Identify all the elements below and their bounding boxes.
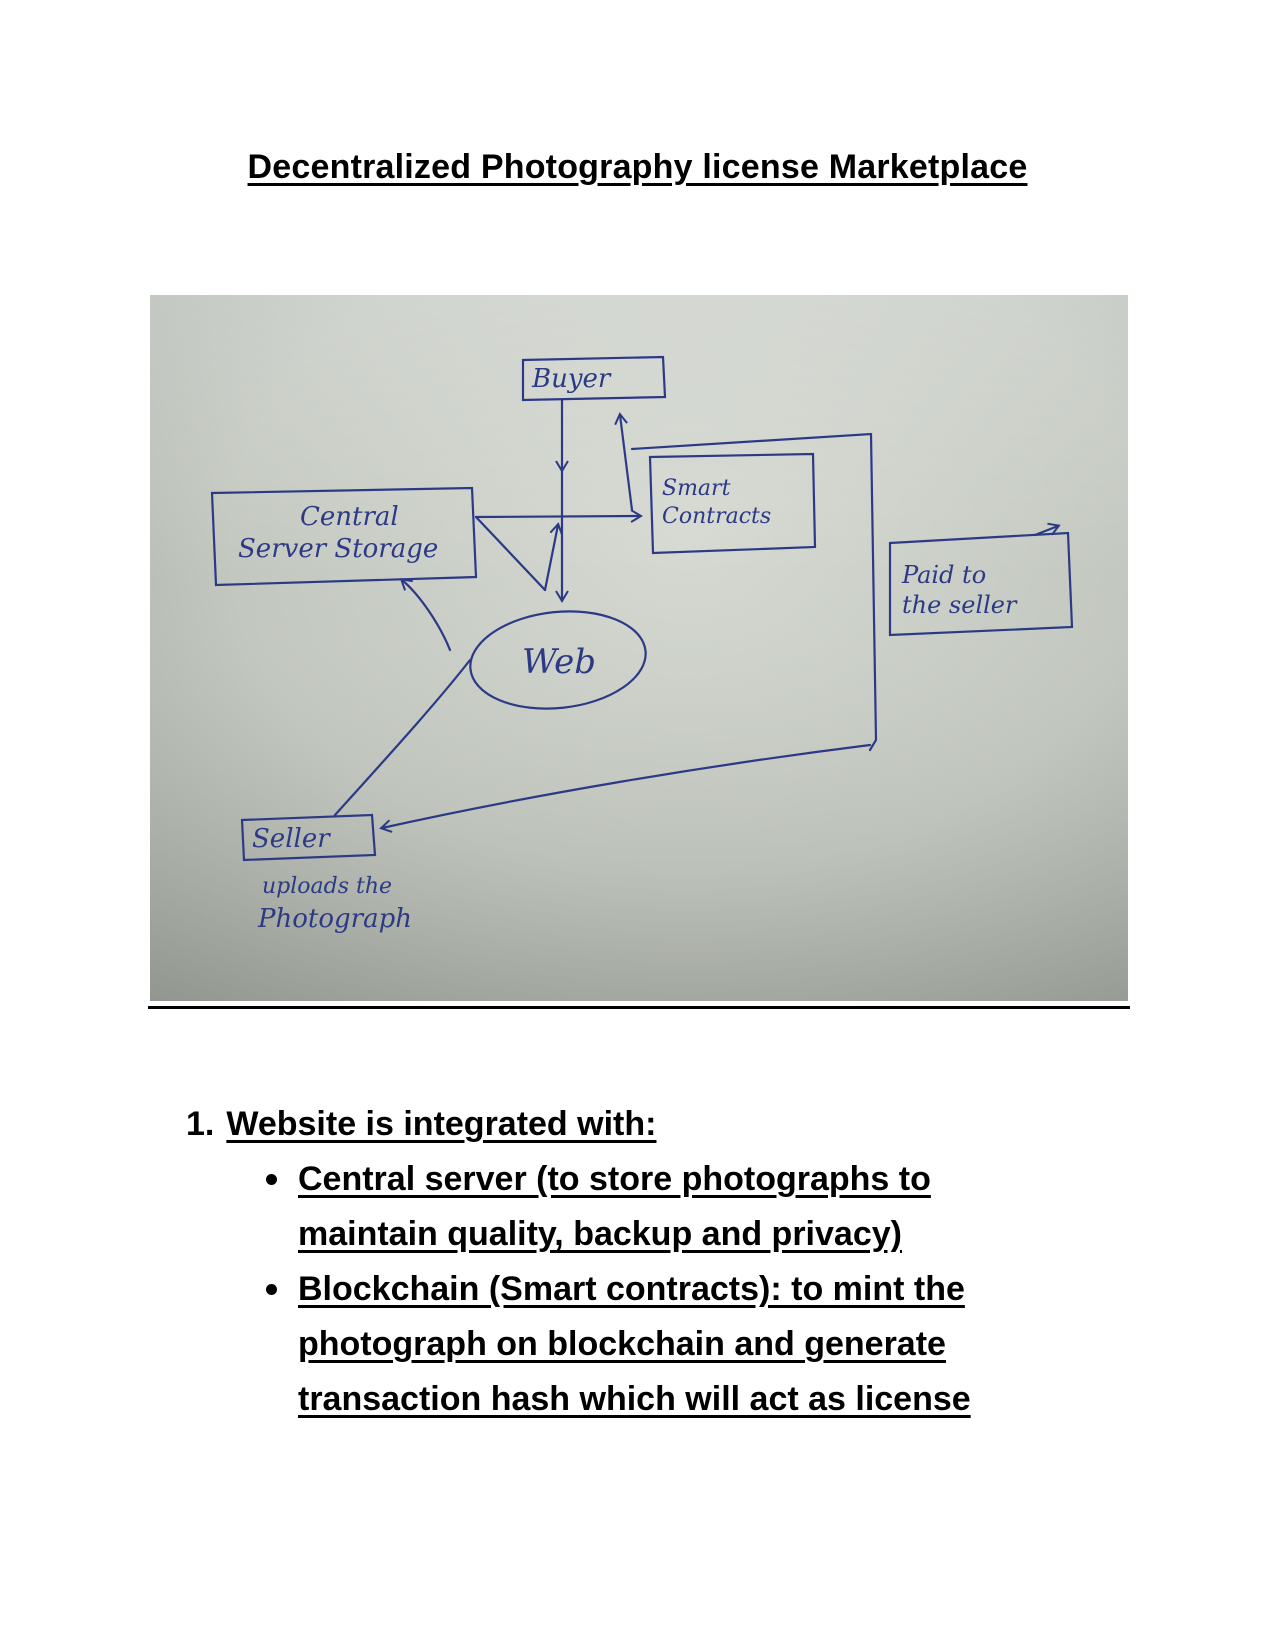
buyer-box: [521, 355, 667, 402]
central-label-1: Central: [300, 502, 399, 532]
arrow-web-to-central: [399, 578, 452, 652]
bullet-line: maintain quality, backup and privacy): [298, 1215, 902, 1253]
seller-label: Seller: [252, 824, 331, 854]
bullet-list: Central server (to store photographs to …: [186, 1152, 1086, 1427]
central-server-box: [210, 486, 478, 587]
page-title: Decentralized Photography license Market…: [247, 148, 1028, 186]
bullet-line: transaction hash which will act as licen…: [298, 1380, 971, 1418]
whiteboard-photo: Buyer Smart Contracts Central Server Sto…: [150, 295, 1128, 1001]
section-heading: 1. Website is integrated with:: [186, 1096, 1086, 1152]
smart-contracts-label-1: Smart: [662, 476, 731, 501]
web-label: Web: [522, 642, 596, 682]
bullet-line: photograph on blockchain and generate: [298, 1325, 946, 1363]
smart-contracts-label-2: Contracts: [662, 504, 771, 529]
arrow-paid-to-seller: [379, 743, 872, 833]
smart-contracts-outer-frame: [630, 432, 878, 752]
paid-label-1: Paid to: [901, 561, 986, 589]
seller-note-2: Photograph: [257, 904, 412, 934]
arrow-central-to-contracts: [474, 509, 643, 523]
web-ellipse: [469, 610, 647, 710]
section-number: 1.: [186, 1105, 215, 1143]
paid-label-2: the seller: [902, 591, 1018, 619]
bullet-icon: [266, 1174, 277, 1185]
divider-line: [148, 1006, 1130, 1009]
seller-note-1: uploads the: [262, 874, 392, 899]
bullet-item-central-server: Central server (to store photographs to …: [266, 1152, 1086, 1262]
central-label-2: Server Storage: [238, 534, 438, 564]
smart-contracts-box: [648, 452, 817, 555]
section-1: 1. Website is integrated with: Central se…: [186, 1096, 1086, 1427]
section-heading-text: Website is integrated with:: [226, 1105, 657, 1143]
arrow-contracts-to-buyer: [614, 412, 634, 512]
bullet-line: Central server (to store photographs to: [298, 1160, 931, 1198]
paid-to-seller-box: [888, 531, 1074, 637]
bullet-item-blockchain: Blockchain (Smart contracts): to mint th…: [266, 1262, 1086, 1427]
buyer-label: Buyer: [531, 364, 612, 394]
bullet-icon: [266, 1284, 277, 1295]
seller-box: [240, 813, 377, 862]
line-seller-to-web: [333, 658, 472, 817]
bullet-line: Blockchain (Smart contracts): to mint th…: [298, 1270, 965, 1308]
